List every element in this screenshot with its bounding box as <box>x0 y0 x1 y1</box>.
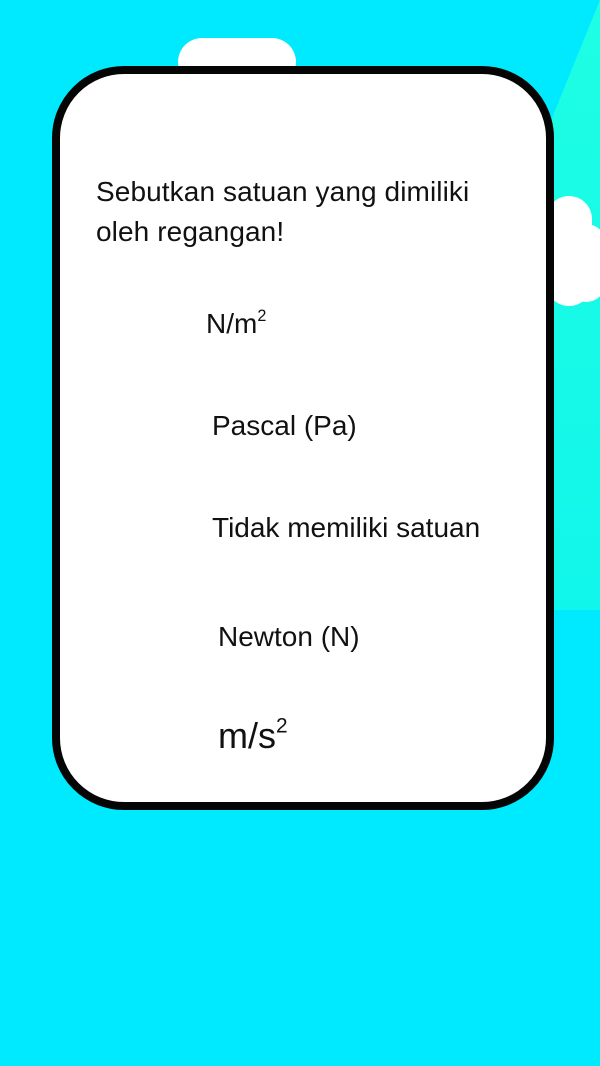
question-text: Sebutkan satuan yang dimiliki oleh regan… <box>96 172 526 252</box>
question-line-1: Sebutkan satuan yang dimiliki <box>96 176 470 207</box>
answer-option-1[interactable]: N/m2 <box>206 306 266 342</box>
question-card: Sebutkan satuan yang dimiliki oleh regan… <box>52 66 554 810</box>
answer-option-5[interactable]: m/s2 <box>218 714 288 758</box>
question-line-2: oleh regangan! <box>96 216 285 247</box>
answer-option-2-text: Pascal (Pa) <box>212 410 357 441</box>
answer-option-1-superscript: 2 <box>257 306 267 325</box>
answer-option-4-text: Newton (N) <box>218 621 360 652</box>
answer-option-3-text: Tidak memiliki satuan <box>212 512 481 543</box>
answer-option-5-base: m/s <box>218 715 276 756</box>
answer-option-2[interactable]: Pascal (Pa) <box>212 408 357 444</box>
answer-option-5-superscript: 2 <box>276 714 288 738</box>
answer-option-3[interactable]: Tidak memiliki satuan <box>212 510 480 546</box>
answer-option-1-base: N/m <box>206 308 258 339</box>
answer-option-4[interactable]: Newton (N) <box>218 619 360 655</box>
